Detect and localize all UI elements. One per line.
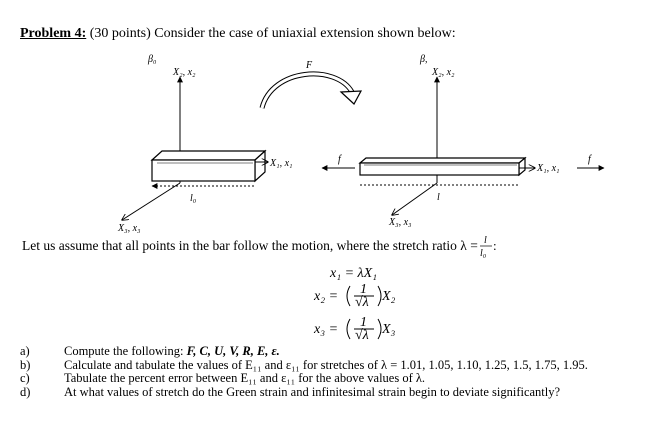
equation-2-numerator: 1 xyxy=(360,282,367,297)
undeformed-bar xyxy=(150,149,267,183)
equation-1: x₁ = λX₁ xyxy=(329,266,377,281)
ratio-numerator: l xyxy=(484,235,487,246)
stretch-ratio-fraction: l l₀ : xyxy=(480,235,497,259)
task-text: Tabulate the percent error between E₁₁ a… xyxy=(64,371,426,385)
equation-2-denominator: √λ xyxy=(355,295,369,310)
mapping-arrow xyxy=(259,71,363,109)
equation-3-denominator: √λ xyxy=(355,328,369,343)
equation-3-rhs: X₃ xyxy=(381,322,396,337)
right-horizontal-axis-label: X₁, x₁ xyxy=(536,163,560,174)
left-force-label: f xyxy=(338,154,342,165)
task-letter: d) xyxy=(20,384,31,399)
problem-heading: Problem 4: (30 points) Consider the case… xyxy=(20,26,456,42)
mapping-label: F xyxy=(305,60,313,71)
ratio-denominator: l₀ xyxy=(480,248,487,259)
right-vertical-axis-label: X₂, x₂ xyxy=(431,67,455,78)
task-text: Calculate and tabulate the values of E₁₁… xyxy=(64,357,588,372)
right-depth-axis-label: X₃, x₃ xyxy=(388,217,412,228)
right-length-label: l xyxy=(437,192,440,203)
left-length-label: l₀ xyxy=(190,193,197,204)
task-item: a) Compute the following: F, C, U, V, R, … xyxy=(20,344,660,359)
beta-t-label: β, xyxy=(419,54,427,65)
task-item: d) At what values of stretch do the Green… xyxy=(20,384,660,400)
task-letter: a) xyxy=(20,344,30,358)
ratio-colon: : xyxy=(493,238,497,253)
task-text: Compute the following: F, C, U, V, R, E,… xyxy=(64,344,280,359)
left-depth-axis xyxy=(122,182,181,220)
problem-label: Problem 4: xyxy=(20,26,87,41)
equation-2-rhs: X₂ xyxy=(381,289,396,304)
task-letter: b) xyxy=(20,357,31,372)
task-text-plain: Compute the following: xyxy=(64,344,187,358)
left-depth-axis-label: X₃, x₃ xyxy=(117,223,141,234)
right-force-label: f xyxy=(588,154,592,165)
task-text-bold: F, C, U, V, R, E, ε. xyxy=(186,344,280,358)
equation-3-numerator: 1 xyxy=(360,315,367,330)
task-text: At what values of stretch do the Green s… xyxy=(64,384,561,399)
equation-3-lhs: x₃ = xyxy=(313,322,338,337)
equation-3: x₃ = 1 √λ X₃ xyxy=(313,315,396,343)
equation-2: x₂ = 1 √λ X₂ xyxy=(313,282,396,310)
intro-text: Let us assume that all points in the bar… xyxy=(22,238,478,253)
deformed-bar xyxy=(358,156,527,177)
right-depth-axis xyxy=(392,182,438,215)
equation-2-lhs: x₂ = xyxy=(313,289,338,304)
left-vertical-axis-label: X₂, x₂ xyxy=(172,67,196,78)
beta-0-label: β₀ xyxy=(147,54,157,65)
task-list: a) Compute the following: F, C, U, V, R, … xyxy=(20,344,660,400)
task-item: b) Calculate and tabulate the values of E… xyxy=(20,357,660,373)
task-item: c) Tabulate the percent error between E₁₁… xyxy=(20,371,660,386)
task-letter: c) xyxy=(20,371,30,385)
left-horizontal-axis-label: X₁, x₁ xyxy=(269,158,293,169)
problem-text: (30 points) Consider the case of uniaxia… xyxy=(86,26,456,41)
